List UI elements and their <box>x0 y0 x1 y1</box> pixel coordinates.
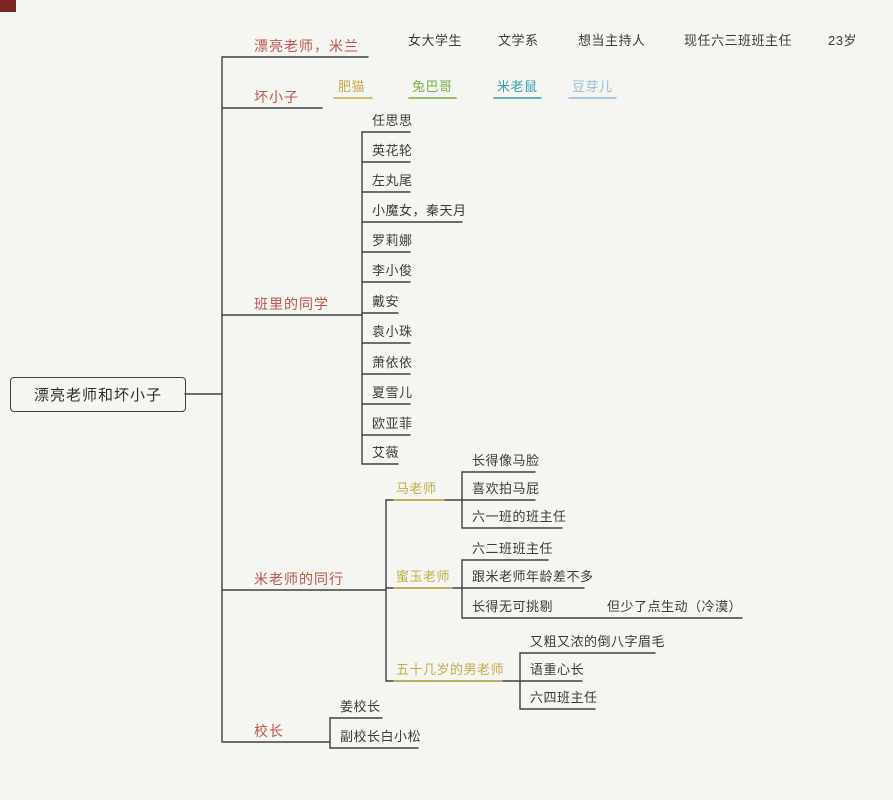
badboy-node-bugs[interactable]: 兔巴哥 <box>412 79 453 94</box>
branch-principal[interactable]: 校长 <box>254 723 284 739</box>
attribute-node[interactable]: 文学系 <box>498 33 539 48</box>
colleague-node-ma[interactable]: 马老师 <box>396 481 437 496</box>
classmate-node[interactable]: 袁小珠 <box>372 324 413 339</box>
branch-bad-boys[interactable]: 坏小子 <box>254 89 299 105</box>
classmate-node[interactable]: 李小俊 <box>372 263 413 278</box>
detail-node[interactable]: 六二班班主任 <box>472 541 554 556</box>
detail-node[interactable]: 又粗又浓的倒八字眉毛 <box>530 634 666 649</box>
classmate-node[interactable]: 欧亚菲 <box>372 416 413 431</box>
colored-underlines <box>333 97 617 682</box>
badboy-node-sprout[interactable]: 豆芽儿 <box>572 79 613 94</box>
principal-node[interactable]: 副校长白小松 <box>340 729 422 744</box>
detail-node[interactable]: 跟米老师年龄差不多 <box>472 569 594 584</box>
corner-artifact <box>0 0 16 12</box>
colleague-node-miyu[interactable]: 蜜玉老师 <box>396 569 451 584</box>
branch-classmates[interactable]: 班里的同学 <box>254 296 329 312</box>
branch-pretty-teacher[interactable]: 漂亮老师，米兰 <box>254 38 359 54</box>
badboy-node-mickey[interactable]: 米老鼠 <box>497 79 538 94</box>
badboy-node-fatcat[interactable]: 肥猫 <box>338 79 366 94</box>
classmate-node[interactable]: 罗莉娜 <box>372 233 413 248</box>
detail-node[interactable]: 六一班的班主任 <box>472 509 567 524</box>
attribute-node[interactable]: 23岁 <box>828 33 857 48</box>
detail-node[interactable]: 长得像马脸 <box>472 453 540 468</box>
attribute-node[interactable]: 想当主持人 <box>578 33 646 48</box>
detail-node[interactable]: 语重心长 <box>530 662 585 677</box>
principal-node[interactable]: 姜校长 <box>340 699 381 714</box>
attribute-node[interactable]: 女大学生 <box>408 33 463 48</box>
classmate-node[interactable]: 英花轮 <box>372 143 413 158</box>
classmate-node[interactable]: 小魔女，秦天月 <box>372 203 467 218</box>
root-node[interactable]: 漂亮老师和坏小子 <box>10 377 186 412</box>
detail-node[interactable]: 六四班主任 <box>530 690 598 705</box>
detail-node[interactable]: 喜欢拍马屁 <box>472 481 540 496</box>
classmate-node[interactable]: 艾薇 <box>372 445 400 460</box>
classmate-node[interactable]: 萧依依 <box>372 355 413 370</box>
detail-node[interactable]: 长得无可挑剔 但少了点生动（冷漠） <box>472 599 743 614</box>
attribute-node[interactable]: 现任六三班班主任 <box>684 33 793 48</box>
branch-colleagues[interactable]: 米老师的同行 <box>254 571 344 587</box>
colleague-node-older[interactable]: 五十几岁的男老师 <box>396 662 505 677</box>
classmate-node[interactable]: 任思思 <box>372 113 413 128</box>
classmate-node[interactable]: 夏雪儿 <box>372 385 413 400</box>
classmate-node[interactable]: 左丸尾 <box>372 173 413 188</box>
classmate-node[interactable]: 戴安 <box>372 294 400 309</box>
